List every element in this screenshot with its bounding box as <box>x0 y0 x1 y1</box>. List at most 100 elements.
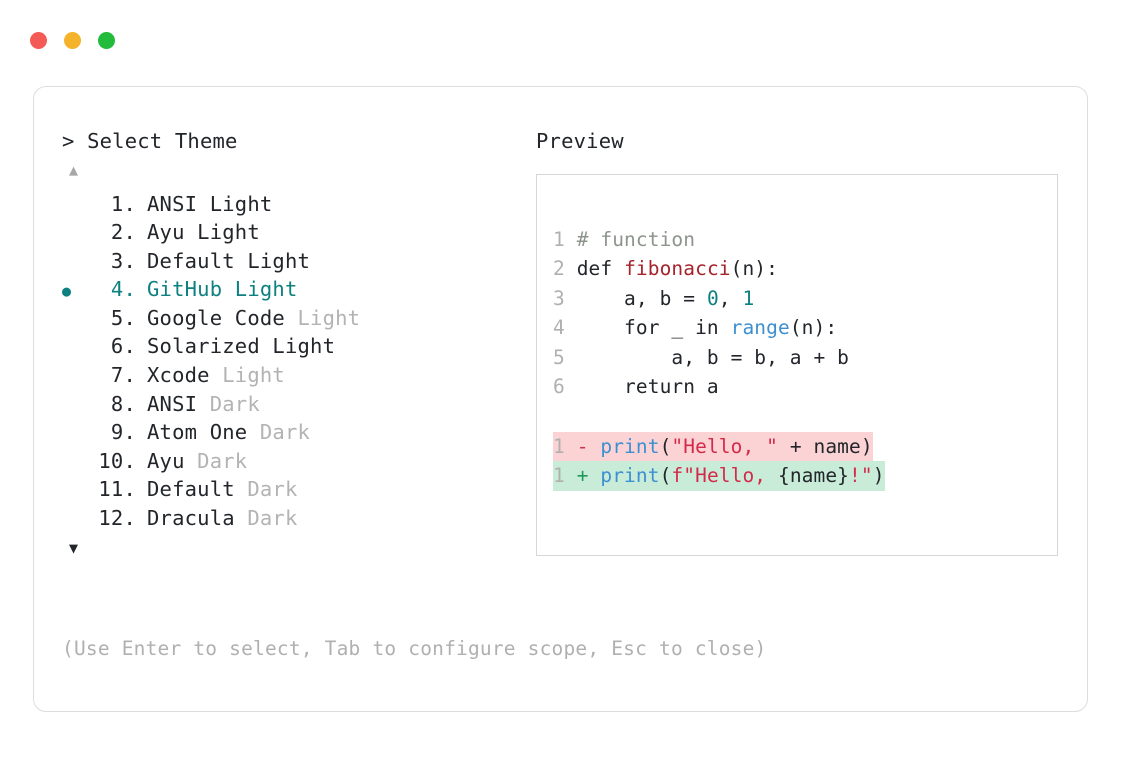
theme-list-item[interactable]: 7. Xcode Light <box>62 361 522 390</box>
theme-selector-card: > Select Theme ▲ 1. ANSI Light 2. Ayu Light… <box>33 86 1088 712</box>
line-number: 1 <box>553 434 577 458</box>
code-token: "Hello, " <box>671 434 778 458</box>
minimize-button[interactable] <box>64 32 81 49</box>
code-token: f"Hello, <box>671 464 778 487</box>
code-token: # function <box>576 227 696 251</box>
theme-item-index: 8. <box>110 391 136 416</box>
code-line: 6 return a <box>553 372 1057 402</box>
theme-item-index: 2. <box>110 220 136 245</box>
theme-list-item[interactable]: 10. Ayu Dark <box>62 447 522 476</box>
theme-item-index: 5. <box>110 305 136 330</box>
theme-item-name: Ayu Dark <box>147 448 248 473</box>
theme-item-variant: Dark <box>247 506 298 531</box>
code-token: , <box>718 286 743 310</box>
theme-item-name: ANSI Dark <box>147 391 260 416</box>
theme-item-index: 6. <box>110 334 136 359</box>
theme-item-index: 4. <box>110 277 136 302</box>
theme-item-variant: Dark <box>247 477 298 502</box>
code-line: 1 # function <box>553 225 1057 255</box>
code-token: 1 <box>742 286 755 310</box>
line-number: 2 <box>553 257 577 280</box>
code-token: fibonacci <box>624 257 731 280</box>
close-button[interactable] <box>30 32 47 49</box>
code-token: print <box>600 464 660 487</box>
theme-list: 1. ANSI Light 2. Ayu Light 3. Default Light ● 4… <box>62 190 522 533</box>
code-token: (n): <box>789 316 838 339</box>
theme-item-name: Default Light <box>147 248 311 273</box>
line-number: 3 <box>553 286 577 310</box>
page-title: > Select Theme <box>62 129 238 153</box>
code-token: ( <box>659 434 672 458</box>
diff-minus-marker: - <box>576 434 601 458</box>
theme-item-variant: Dark <box>259 420 311 445</box>
theme-item-index: 3. <box>110 248 136 273</box>
theme-item-name: ANSI Light <box>147 191 273 216</box>
theme-item-variant: Light <box>247 248 311 273</box>
theme-list-item[interactable]: 2. Ayu Light <box>62 218 522 247</box>
theme-item-name: Ayu Light <box>147 220 260 245</box>
theme-item-name: Xcode Light <box>147 363 285 388</box>
theme-list-item[interactable]: 1. ANSI Light <box>62 190 522 219</box>
theme-list-item[interactable]: 3. Default Light <box>62 247 522 276</box>
theme-item-variant: Light <box>297 305 361 330</box>
scroll-down-icon[interactable]: ▼ <box>69 538 79 557</box>
code-line: 4 for _ in range(n): <box>553 313 1057 343</box>
code-token: + name) <box>777 434 873 458</box>
code-token: a, b = b, a + b <box>576 345 850 369</box>
keyboard-hint: (Use Enter to select, Tab to configure s… <box>62 637 767 660</box>
theme-item-name: Google Code Light <box>147 305 361 330</box>
theme-selector-panel: > Select Theme ▲ 1. ANSI Light 2. Ayu Light… <box>62 131 522 556</box>
preview-label: Preview <box>536 129 624 153</box>
theme-item-variant: Light <box>234 277 298 302</box>
diff-row: 1 - print("Hello, " + name) <box>553 431 1057 461</box>
theme-list-item[interactable]: 11. Default Dark <box>62 475 522 504</box>
theme-list-item[interactable]: 6.Solarized Light <box>62 332 522 361</box>
theme-item-index: 1. <box>110 191 136 216</box>
theme-item-variant: Light <box>222 363 285 388</box>
line-number: 6 <box>553 375 577 398</box>
theme-list-item[interactable]: 5. Google Code Light <box>62 304 522 333</box>
line-number: 4 <box>553 316 577 339</box>
selected-bullet-icon: ● <box>62 282 72 301</box>
theme-item-name: Default Dark <box>147 477 298 502</box>
code-line: 5 a, b = b, a + b <box>553 343 1057 373</box>
theme-list-item[interactable]: 9.Atom One Dark <box>62 418 522 447</box>
theme-item-name: Dracula Dark <box>147 506 298 531</box>
line-number: 5 <box>553 345 577 369</box>
diff-plus-marker: + <box>576 464 601 487</box>
line-number: 1 <box>553 464 577 487</box>
theme-item-variant: Dark <box>209 391 260 416</box>
scroll-up-icon[interactable]: ▲ <box>69 160 79 179</box>
diff-block: 1 - print("Hello, " + name)1 + print(f"H… <box>553 431 1057 491</box>
code-token: for _ in <box>576 316 731 339</box>
code-token: (n): <box>730 257 778 280</box>
code-line: 2 def fibonacci(n): <box>553 254 1057 284</box>
code-token: ) <box>872 464 885 487</box>
code-token: ( <box>659 464 672 487</box>
theme-item-index: 11. <box>98 477 136 502</box>
code-token: 0 <box>706 286 719 310</box>
theme-list-item[interactable]: 8. ANSI Dark <box>62 390 522 419</box>
theme-item-index: 12. <box>98 506 136 531</box>
code-token: !" <box>849 464 873 487</box>
theme-item-variant: Light <box>209 191 273 216</box>
diff-row: 1 + print(f"Hello, {name}!") <box>553 461 1057 491</box>
code-token: a, b = <box>576 286 707 310</box>
theme-list-item[interactable]: 12. Dracula Dark <box>62 504 522 533</box>
line-number: 1 <box>553 227 577 251</box>
code-token: {name} <box>777 464 850 487</box>
window-traffic-lights <box>30 32 115 49</box>
maximize-button[interactable] <box>98 32 115 49</box>
theme-item-name: Atom One Dark <box>147 420 311 445</box>
theme-item-index: 7. <box>110 363 136 388</box>
theme-list-item[interactable]: ● 4. GitHub Light <box>62 275 522 304</box>
code-token: def <box>576 257 625 280</box>
code-token: return a <box>576 375 719 398</box>
theme-item-index: 10. <box>98 448 136 473</box>
theme-item-variant: Dark <box>197 448 248 473</box>
diff-removed-line: 1 - print("Hello, " + name) <box>553 431 873 461</box>
code-line: 3 a, b = 0, 1 <box>553 284 1057 314</box>
theme-item-name: GitHub Light <box>147 277 298 302</box>
